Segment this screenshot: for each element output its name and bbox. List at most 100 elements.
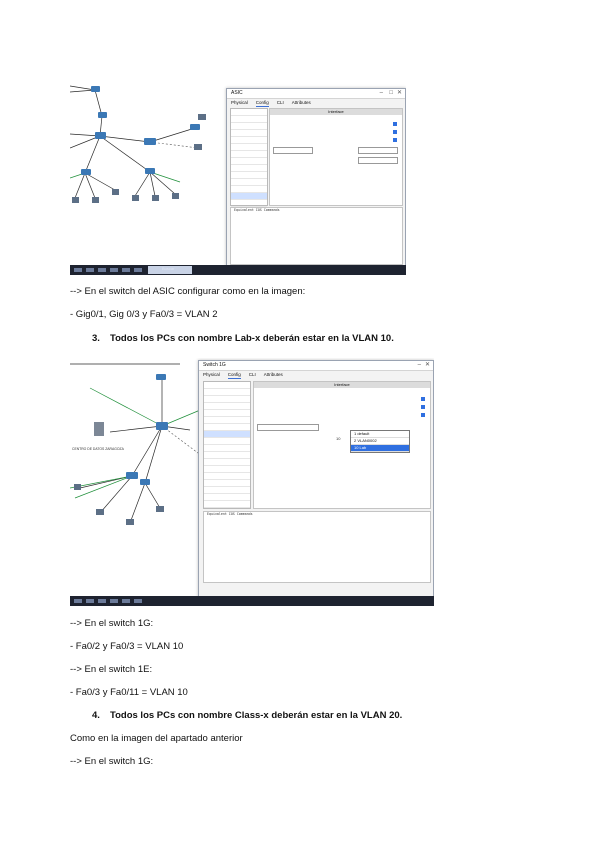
tab-config[interactable]: Config — [255, 100, 269, 107]
list-item[interactable] — [231, 151, 267, 158]
taskbar-icon[interactable] — [86, 599, 94, 603]
tab-physical[interactable]: Physical — [231, 100, 248, 105]
list-item[interactable] — [204, 403, 250, 410]
list-item[interactable] — [231, 137, 267, 144]
network-topology-diagram — [70, 85, 206, 203]
cli-line — [231, 213, 402, 218]
list-item[interactable] — [231, 130, 267, 137]
list-item[interactable] — [231, 144, 267, 151]
close-icon[interactable]: ✕ — [396, 90, 402, 96]
access-mode-select[interactable] — [273, 147, 313, 154]
list-item[interactable] — [204, 487, 250, 494]
list-item[interactable] — [204, 459, 250, 466]
window-title: Switch 1G — [203, 362, 226, 368]
taskbar-icon[interactable] — [110, 268, 118, 272]
window-tabs: Physical Config CLI Attributes — [199, 371, 433, 379]
minimize-icon[interactable]: – — [379, 90, 383, 96]
window-titlebar: ASIC – □ ✕ — [227, 89, 405, 99]
vlan-select[interactable] — [358, 147, 398, 154]
list-item[interactable] — [204, 494, 250, 501]
taskbar-icon[interactable] — [134, 268, 142, 272]
minimize-icon[interactable]: – — [417, 362, 421, 368]
bandwidth-auto-checkbox[interactable] — [421, 404, 425, 409]
list-item[interactable] — [204, 438, 250, 445]
vlan-dropdown[interactable]: 1 default 2 VLAN0002 10 Lab — [350, 430, 410, 453]
duplex-row — [273, 137, 397, 142]
heading-number: 3. — [92, 333, 100, 344]
port-status-row — [273, 121, 397, 126]
taskbar-icon[interactable] — [98, 599, 106, 603]
instruction-text: - Gig0/1, Gig 0/3 y Fa0/3 = VLAN 2 — [70, 309, 218, 320]
panel-title: Interface — [270, 109, 402, 115]
list-item[interactable] — [231, 123, 267, 130]
interface-list[interactable] — [230, 108, 268, 207]
window-titlebar: Switch 1G – ✕ — [199, 361, 433, 371]
list-item[interactable] — [231, 172, 267, 179]
list-item[interactable] — [231, 200, 267, 207]
taskbar-icon[interactable] — [134, 599, 142, 603]
tab-cli[interactable]: CLI — [248, 372, 256, 377]
duplex-auto-checkbox[interactable] — [393, 137, 397, 142]
list-item[interactable] — [204, 424, 250, 431]
taskbar-icon[interactable] — [110, 599, 118, 603]
list-item[interactable] — [204, 382, 250, 389]
port-status-checkbox[interactable] — [421, 396, 425, 401]
instruction-text: --> En el switch 1G: — [70, 756, 154, 767]
list-item[interactable] — [204, 466, 250, 473]
maximize-icon[interactable]: □ — [389, 90, 393, 96]
taskbar-icon[interactable] — [74, 268, 82, 272]
list-item[interactable] — [204, 389, 250, 396]
list-item[interactable] — [231, 116, 267, 123]
asic-config-window: ASIC – □ ✕ Physical Config CLI Attribute… — [226, 88, 406, 268]
list-item[interactable] — [204, 473, 250, 480]
cli-title: Equivalent IOS Commands — [234, 208, 280, 212]
interface-list[interactable] — [203, 381, 251, 509]
list-item[interactable] — [204, 431, 250, 438]
tab-cli[interactable]: CLI — [276, 100, 284, 105]
vlan-option[interactable]: 1 default — [351, 431, 409, 438]
taskbar-icon[interactable] — [122, 599, 130, 603]
list-item[interactable] — [204, 396, 250, 403]
port-status-checkbox[interactable] — [393, 121, 397, 126]
vlan-value: 10 — [336, 436, 341, 441]
list-item[interactable] — [231, 165, 267, 172]
tab-attributes[interactable]: Attributes — [263, 372, 283, 377]
cli-line — [204, 517, 430, 522]
list-item[interactable] — [231, 179, 267, 186]
vlan-option-selected[interactable]: 10 Lab — [351, 445, 409, 452]
taskbar-icon[interactable] — [86, 268, 94, 272]
screenshot-asic-config: ASIC – □ ✕ Physical Config CLI Attribute… — [70, 78, 406, 275]
vlan-option[interactable]: 2 VLAN0002 — [351, 438, 409, 445]
duplex-auto-checkbox[interactable] — [421, 412, 425, 417]
list-item[interactable] — [204, 410, 250, 417]
list-item[interactable] — [231, 158, 267, 165]
windows-taskbar: Buscar — [70, 265, 406, 275]
list-item[interactable] — [231, 109, 267, 116]
instruction-text: --> En el switch 1G: — [70, 618, 154, 629]
taskbar-icon[interactable] — [98, 268, 106, 272]
equivalent-ios-commands: Equivalent IOS Commands — [230, 207, 403, 265]
taskbar-search[interactable] — [148, 266, 192, 274]
taskbar-icon[interactable] — [74, 599, 82, 603]
tab-attributes[interactable]: Attributes — [291, 100, 311, 105]
list-item[interactable] — [204, 480, 250, 487]
heading-number: 4. — [92, 710, 100, 721]
tab-config[interactable]: Config — [227, 372, 241, 379]
close-icon[interactable]: ✕ — [424, 362, 430, 368]
instruction-text: - Fa0/3 y Fa0/11 = VLAN 10 — [70, 687, 188, 698]
bandwidth-auto-checkbox[interactable] — [393, 129, 397, 134]
bandwidth-row — [273, 129, 397, 134]
access-mode-select[interactable] — [257, 424, 319, 431]
list-item[interactable] — [204, 452, 250, 459]
list-item[interactable] — [204, 417, 250, 424]
list-item[interactable] — [204, 445, 250, 452]
list-item[interactable] — [231, 193, 267, 200]
tx-ring-limit-field[interactable] — [358, 157, 398, 164]
tab-physical[interactable]: Physical — [203, 372, 220, 377]
taskbar-icon[interactable] — [122, 268, 130, 272]
list-item[interactable] — [204, 501, 250, 508]
section-heading: 4.Todos los PCs con nombre Class-x deber… — [92, 710, 402, 721]
list-item[interactable] — [231, 186, 267, 193]
duplex-row — [257, 412, 425, 417]
heading-text: Todos los PCs con nombre Lab-x deberán e… — [110, 333, 394, 344]
